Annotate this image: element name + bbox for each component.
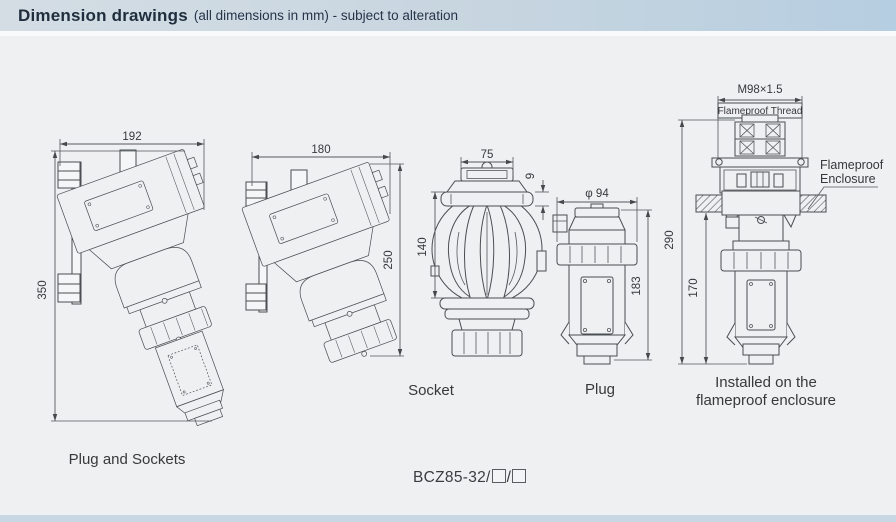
drawing-plug-front: φ 94 183 Plug	[552, 188, 652, 398]
label-flameproof-enclosure: Flameproof Enclosure	[807, 158, 884, 210]
enclosure-label-line2: Enclosure	[820, 172, 876, 186]
dim-label: 183	[631, 276, 643, 295]
dim-label: 180	[311, 144, 330, 156]
page-title: Dimension drawings	[18, 5, 188, 25]
caption-plug-and-sockets: Plug and Sockets	[69, 451, 186, 468]
page-subtitle: (all dimensions in mm) - subject to alte…	[193, 8, 458, 23]
model-placeholder-box	[512, 469, 527, 483]
model-placeholder-box	[491, 469, 506, 483]
dim-label: 75	[481, 149, 494, 161]
caption-plug: Plug	[585, 381, 615, 398]
caption-installed-line1: Installed on the	[715, 374, 817, 391]
thread-spec: M98×1.5	[737, 84, 782, 96]
dim-height-170: 170	[688, 213, 709, 364]
dim-label: 140	[417, 237, 429, 256]
dim-label: φ 94	[585, 188, 609, 200]
dim-width-75: 75	[460, 149, 514, 176]
drawing-socket-front: 75 9 140 Socket	[408, 149, 549, 399]
dim-diameter-94: φ 94	[556, 188, 638, 242]
page-header: Dimension drawings (all dimensions in mm…	[0, 0, 896, 31]
dim-height-140: 140	[417, 191, 445, 299]
dim-label: 250	[383, 250, 395, 269]
model-number: BCZ85-32/ /	[413, 469, 527, 487]
drawing-plug-and-sockets: 192 350 Plug and Sockets	[37, 131, 224, 468]
dim-label: 192	[122, 131, 141, 143]
caption-installed-line2: flameproof enclosure	[696, 392, 836, 409]
dim-cap-9: 9	[525, 173, 549, 220]
leader-line	[807, 186, 878, 210]
dim-height-290: 290	[664, 119, 747, 365]
dim-label: 350	[37, 280, 49, 299]
dim-label: 9	[525, 173, 537, 179]
dim-height-250: 250	[370, 163, 404, 357]
enclosure-label-line1: Flameproof	[820, 158, 884, 172]
dim-height-350: 350	[37, 150, 212, 422]
dim-width-192: 192	[59, 131, 205, 210]
dim-label: 290	[664, 230, 676, 249]
model-prefix: BCZ85-32/	[413, 469, 491, 486]
label-flameproof-thread: Flameproof Thread	[718, 106, 803, 117]
drawing-installed: M98×1.5 Flameproof Thread	[664, 84, 884, 409]
next-section-band	[0, 513, 896, 522]
dim-width-180: 180	[251, 144, 391, 214]
dim-height-183: 183	[614, 209, 652, 361]
dim-label: 170	[688, 278, 700, 297]
model-separator: /	[506, 469, 512, 486]
header-divider	[0, 31, 896, 36]
drawing-socket-side: 180 250	[241, 144, 404, 363]
caption-socket: Socket	[408, 382, 455, 399]
